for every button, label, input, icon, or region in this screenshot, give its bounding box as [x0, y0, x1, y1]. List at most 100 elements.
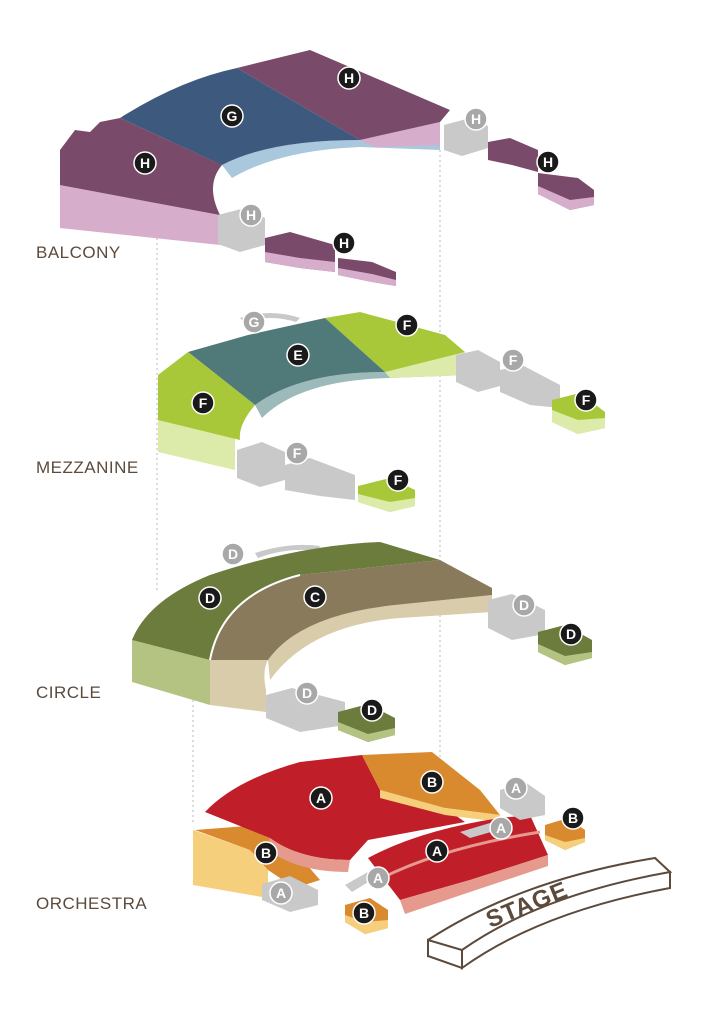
circle-level: [132, 542, 592, 742]
section-badge-mezzanine-e[interactable]: E: [286, 343, 310, 367]
section-badge-circle: [464, 107, 488, 131]
section-badge-mezzanine-f-box-left[interactable]: F: [285, 441, 309, 465]
section-letter: H: [543, 154, 553, 170]
section-badge-circle: [198, 586, 222, 610]
section-badge-mezzanine-f-box-right[interactable]: F: [501, 348, 525, 372]
circle-d-left-side: [132, 640, 210, 705]
section-letter: H: [471, 111, 481, 127]
section-badge-orchestra-a-rear[interactable]: A: [309, 786, 333, 810]
section-badge-circle-d-rail[interactable]: D: [221, 542, 245, 566]
section-badge-circle: [254, 841, 278, 865]
section-letter: H: [339, 235, 349, 251]
section-letter: B: [359, 905, 369, 921]
section-badge-orchestra-a-front[interactable]: A: [425, 839, 449, 863]
mezzanine-f-tier-left-side: [358, 494, 415, 512]
section-badge-balcony-g[interactable]: G: [220, 104, 244, 128]
section-badge-circle-d-box-right[interactable]: D: [512, 593, 536, 617]
section-letter: D: [228, 546, 238, 562]
mezzanine-f-box-left-b[interactable]: [285, 458, 355, 500]
circle-d-tier-left-side: [338, 722, 395, 742]
section-badge-circle: [242, 310, 266, 334]
section-badge-circle: [221, 542, 245, 566]
section-badge-balcony-h-box-left[interactable]: H: [239, 203, 263, 227]
section-badge-circle: [395, 313, 419, 337]
mezzanine-level: [158, 312, 605, 512]
level-label-circle: CIRCLE: [36, 683, 102, 702]
section-badge-circle-d-box-left[interactable]: D: [295, 681, 319, 705]
circle-d-box-left[interactable]: [266, 688, 345, 732]
section-badge-orchestra-a-box-rear-right[interactable]: A: [504, 776, 528, 800]
section-badge-circle: [309, 786, 333, 810]
section-badge-orchestra-a-rail-left[interactable]: A: [366, 866, 390, 890]
section-badge-circle: [536, 150, 560, 174]
section-letter: H: [246, 207, 256, 223]
section-badge-orchestra-b-box-front[interactable]: B: [352, 901, 376, 925]
section-badge-circle: [504, 776, 528, 800]
balcony-h-tier-left-a-side: [265, 252, 335, 272]
mezzanine-f-right-top[interactable]: [325, 312, 465, 372]
section-letter: D: [205, 590, 215, 606]
section-badge-balcony-h-box-right[interactable]: H: [464, 107, 488, 131]
section-letter: F: [582, 392, 591, 408]
section-badge-balcony-h-tier-right[interactable]: H: [536, 150, 560, 174]
section-letter: D: [367, 702, 377, 718]
circle-d-rail-shape[interactable]: [255, 544, 320, 558]
balcony-h-right-top[interactable]: [237, 50, 450, 140]
section-letter: F: [403, 317, 412, 333]
mezzanine-f-box-right-b[interactable]: [500, 365, 560, 408]
section-badge-balcony-h-tier-left[interactable]: H: [332, 231, 356, 255]
section-badge-circle: [332, 231, 356, 255]
section-badge-balcony-h-left[interactable]: H: [133, 151, 157, 175]
level-label-orchestra: ORCHESTRA: [36, 894, 148, 913]
mezzanine-e-top[interactable]: [188, 318, 385, 405]
section-badge-circle-d-tier-left[interactable]: D: [360, 698, 384, 722]
section-letter: F: [199, 395, 208, 411]
section-badge-circle: [191, 391, 215, 415]
section-badge-circle-c[interactable]: C: [303, 585, 327, 609]
balcony-h-tier-right-a[interactable]: [488, 138, 538, 172]
section-letter: F: [293, 445, 302, 461]
section-badge-orchestra-a-box-left[interactable]: A: [269, 881, 293, 905]
section-letter: A: [511, 780, 521, 796]
section-badge-circle: [386, 468, 410, 492]
orchestra-a-rear-top[interactable]: [205, 755, 465, 860]
section-badge-orchestra-a-rail-right[interactable]: A: [489, 816, 513, 840]
orchestra-row-divider: [377, 830, 541, 882]
section-badge-mezzanine-f-right[interactable]: F: [395, 313, 419, 337]
section-letter: B: [261, 845, 271, 861]
balcony-h-tier-right-b-side: [538, 186, 594, 210]
circle-d-outer-top[interactable]: [132, 542, 440, 660]
section-badge-circle: [360, 698, 384, 722]
section-badge-circle: [420, 770, 444, 794]
section-badge-circle: [269, 881, 293, 905]
mezzanine-f-tier-right-side: [552, 410, 605, 434]
section-badge-mezzanine-f-tier-right[interactable]: F: [574, 388, 598, 412]
section-badge-balcony-h-right[interactable]: H: [337, 66, 361, 90]
section-badge-circle: [337, 66, 361, 90]
section-badge-orchestra-b-box-right[interactable]: B: [561, 806, 585, 830]
mezzanine-f-box-right[interactable]: [456, 350, 500, 392]
section-badge-circle: [352, 901, 376, 925]
section-badge-circle: [501, 348, 525, 372]
circle-d-tier-right-side: [538, 644, 592, 665]
section-letter: A: [276, 885, 286, 901]
section-letter: A: [496, 820, 506, 836]
section-badge-mezzanine-f-left[interactable]: F: [191, 391, 215, 415]
orchestra-b-left-side: [193, 830, 268, 898]
section-badge-circle-d-tier-right[interactable]: D: [559, 622, 583, 646]
section-badge-circle: [285, 441, 309, 465]
section-badge-circle: [133, 151, 157, 175]
section-badge-circle: [574, 388, 598, 412]
circle-c-top[interactable]: [210, 560, 492, 660]
stage-edge: [427, 938, 463, 970]
section-badge-orchestra-b-rear-right[interactable]: B: [420, 770, 444, 794]
section-badge-mezzanine-g-rail[interactable]: G: [242, 310, 266, 334]
section-badge-circle: [559, 622, 583, 646]
section-letter: A: [316, 790, 326, 806]
mezzanine-f-box-left[interactable]: [237, 442, 285, 487]
section-badge-circle-d-outer[interactable]: D: [198, 586, 222, 610]
section-badge-orchestra-b-left[interactable]: B: [254, 841, 278, 865]
section-badge-mezzanine-f-tier-left[interactable]: F: [386, 468, 410, 492]
